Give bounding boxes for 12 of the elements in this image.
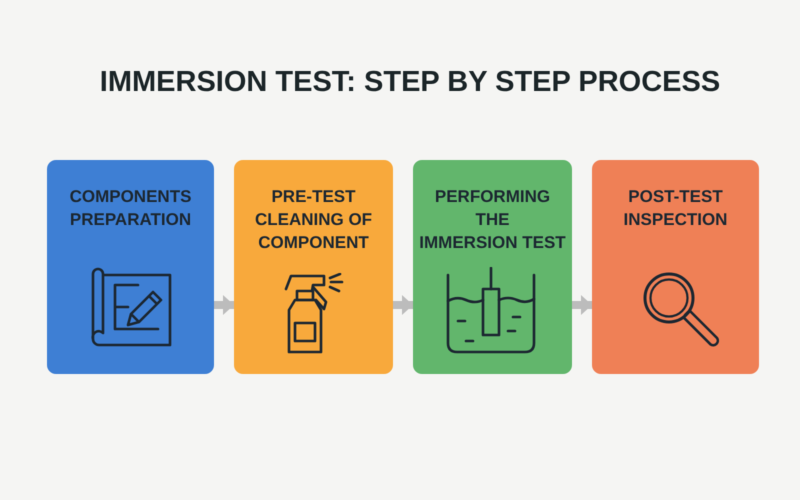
- arrow: [393, 295, 413, 315]
- arrow: [572, 295, 592, 315]
- step-card: [47, 160, 214, 374]
- step-title: POST-TEST INSPECTION: [622, 186, 728, 231]
- step-card: [234, 160, 393, 374]
- step-card: [592, 160, 759, 374]
- step-title: PERFORMING THE IMMERSION TEST: [419, 186, 566, 254]
- arrow: [214, 295, 234, 315]
- step-card: [413, 160, 572, 374]
- diagram-title: IMMERSION TEST: STEP BY STEP PROCESS: [100, 66, 720, 98]
- step-title: PRE-TEST CLEANING OF COMPONENT: [254, 186, 374, 254]
- step-title: COMPONENTS PREPARATION: [68, 186, 192, 231]
